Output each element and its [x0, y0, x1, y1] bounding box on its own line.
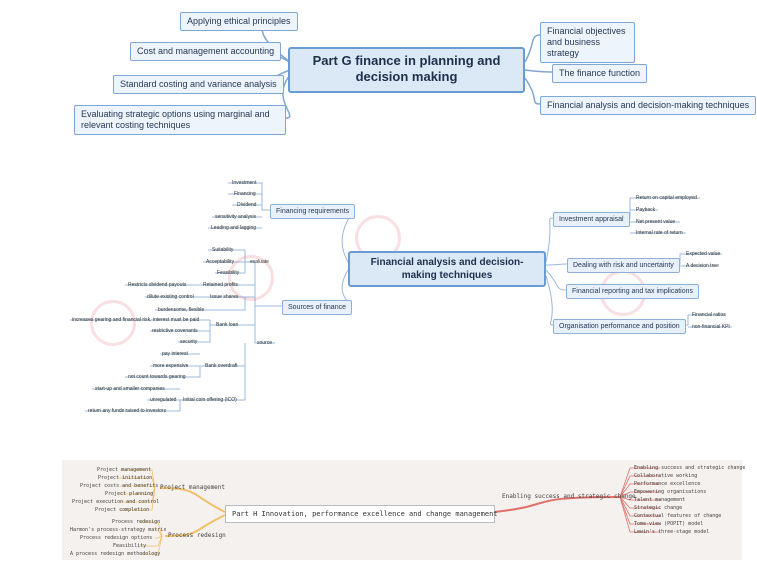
leaf-decision-tree: A decision tree	[686, 263, 719, 269]
leaf-expected-value: Expected value	[686, 251, 721, 257]
leaf-burdensome-flexible: burdensome, flexible	[158, 307, 205, 313]
leaf-sc-6: Strategic change	[634, 505, 683, 511]
leaf-pm-5: Project execution and control	[72, 499, 160, 505]
top-map-center-node: Part G finance in planning and decision …	[288, 47, 525, 93]
leaf-not-gearing: not count towards gearing	[128, 374, 186, 380]
leaf-sc-1: Enabling success and strategic change	[634, 465, 746, 471]
leaf-unregulated: unregulated	[150, 397, 177, 403]
node-label: Organisation performance and position	[559, 323, 680, 330]
leaf-pr-1: Process redesign	[112, 519, 161, 525]
leaf-payback: Payback	[636, 207, 656, 213]
leaf-bank-loan: Bank loan	[216, 322, 239, 328]
leaf-sc-5: Talent management	[634, 497, 686, 503]
leaf-pm-2: Project initiation	[98, 475, 153, 481]
top-node-standard-costing: Standard costing and variance analysis	[113, 75, 284, 94]
node-sources-of-finance: Sources of finance	[282, 300, 352, 315]
leaf-sc-7: Contextual features of change	[634, 513, 722, 519]
leaf-source: source	[257, 340, 273, 346]
leaf-feasibility: Feasibility	[217, 270, 240, 276]
top-map-center-label: Part G finance in planning and decision …	[312, 53, 501, 84]
node-project-management: Project management	[160, 484, 226, 491]
leaf-security: security	[180, 339, 198, 345]
leaf-sensitivity-analysis: sensitivity analysis	[215, 214, 257, 220]
leaf-dividend: Dividend	[237, 202, 257, 208]
node-label: Applying ethical principles	[187, 16, 291, 26]
leaf-issue-shares: Issue shares	[210, 294, 239, 300]
node-label: Financial objectives and business strate…	[547, 26, 626, 58]
leaf-acceptability: Acceptability	[206, 259, 235, 265]
leaf-pr-3: Process redesign options	[80, 535, 153, 541]
leaf-sc-4: Empowering organisations	[634, 489, 707, 495]
leaf-restricts-dividend: Restricts dividend payouts	[128, 282, 187, 288]
bottom-map-center-label: Part H Innovation, performance excellenc…	[232, 510, 498, 518]
node-investment-appraisal: Investment appraisal	[553, 212, 630, 227]
leaf-npv: Net present value	[636, 219, 676, 225]
top-node-strategic-options: Evaluating strategic options using margi…	[74, 105, 286, 135]
leaf-pm-3: Project costs and benefits	[80, 483, 159, 489]
leaf-evaluate: evaluate	[250, 259, 269, 265]
leaf-pm-4: Project planning	[105, 491, 154, 497]
node-strategic-change: Enabling success and strategic change	[502, 493, 636, 500]
top-node-financial-analysis: Financial analysis and decision-making t…	[540, 96, 757, 115]
leaf-pr-2: Harmon's process-strategy matrix	[70, 527, 167, 533]
node-label: Financing requirements	[276, 208, 350, 215]
node-process-redesign: Process redesign	[168, 532, 226, 539]
leaf-pm-1: Project management	[97, 467, 152, 473]
watermark-logo	[90, 300, 136, 346]
leaf-sc-9: Lewin's three-stage model	[634, 529, 710, 535]
leaf-increases-gearing: increases gearing and financial risk, in…	[72, 317, 200, 323]
leaf-pr-4: Feasibility	[113, 543, 147, 549]
node-label: Cost and management accounting	[137, 46, 275, 56]
node-label: Evaluating strategic options using margi…	[81, 109, 270, 130]
leaf-suitability: Suitability	[212, 247, 234, 253]
node-label: Investment appraisal	[559, 216, 624, 223]
leaf-non-financial-kpi: non-financial KPI	[692, 324, 730, 330]
node-reporting-tax: Financial reporting and tax implications	[566, 284, 700, 299]
mid-map-center-label: Financial analysis and decision-making t…	[370, 257, 524, 281]
leaf-investment: Investment	[232, 180, 257, 186]
node-organisation-performance: Organisation performance and position	[553, 319, 686, 334]
node-risk-uncertainty: Dealing with risk and uncertainty	[567, 258, 680, 273]
leaf-leading-lagging: Leading and lagging	[211, 225, 257, 231]
node-label: Sources of finance	[288, 304, 346, 311]
leaf-pr-5: A process redesign methodology	[70, 551, 161, 557]
bottom-map-center-node: Part H Innovation, performance excellenc…	[225, 505, 498, 523]
leaf-start-up: start-up and smaller companies	[95, 386, 165, 392]
leaf-roce: Return on capital employed	[636, 195, 697, 201]
leaf-dilute-control: dilute existing control	[147, 294, 194, 300]
leaf-pay-interest: pay interest	[162, 351, 188, 357]
node-label: Financial reporting and tax implications	[572, 288, 694, 295]
top-node-finance-function: The finance function	[552, 64, 648, 83]
leaf-sc-2: Collaborative working	[634, 473, 698, 479]
top-node-financial-objectives: Financial objectives and business strate…	[540, 22, 635, 63]
leaf-retained-profits: Retained profits	[203, 282, 239, 288]
leaf-sc-8: Tome-view (POPIT) model	[634, 521, 704, 527]
node-label: The finance function	[559, 68, 641, 78]
node-label: Standard costing and variance analysis	[120, 79, 277, 89]
node-label: Financial analysis and decision-making t…	[547, 100, 750, 110]
node-label: Dealing with risk and uncertainty	[573, 262, 674, 269]
leaf-financial-ratios: Financial ratios	[692, 312, 726, 318]
leaf-restrictive-covenants: restrictive covenants	[152, 328, 198, 334]
leaf-irr: Internal rate of return	[636, 230, 683, 236]
top-node-ethical-principles: Applying ethical principles	[180, 12, 298, 31]
node-financing-requirements: Financing requirements	[270, 204, 356, 219]
mid-map-center-node: Financial analysis and decision-making t…	[348, 251, 546, 287]
leaf-financing: Financing	[234, 191, 256, 197]
leaf-pm-6: Project completion	[95, 507, 150, 513]
leaf-bank-overdraft: Bank overdraft	[205, 363, 238, 369]
leaf-return-funds: return any funds raised to investors	[88, 408, 167, 414]
watermark-logo	[228, 255, 274, 301]
leaf-more-expensive: more expensive	[153, 363, 189, 369]
leaf-ico: Initial coin offering (ICO)	[183, 397, 237, 403]
top-node-cost-accounting: Cost and management accounting	[130, 42, 282, 61]
leaf-sc-3: Performance excellence	[634, 481, 701, 487]
